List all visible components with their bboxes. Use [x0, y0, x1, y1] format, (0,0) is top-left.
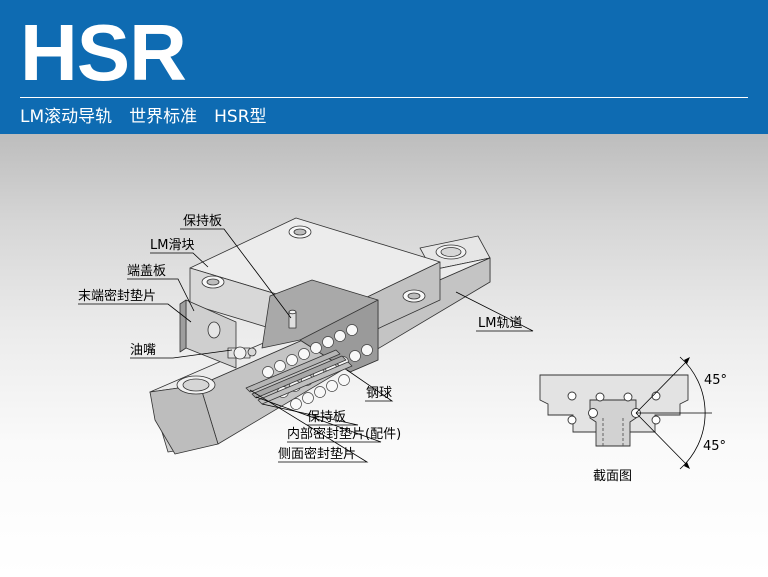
page-title: HSR [20, 8, 187, 97]
label-end-plate: 端盖板 [127, 264, 166, 279]
label-inner-seal: 内部密封垫片(配件) [287, 426, 401, 442]
label-balls: 钢球 [366, 386, 392, 401]
lm-guide-assembly [149, 217, 491, 455]
label-side-seal: 侧面密封垫片 [278, 446, 356, 462]
cross-section-caption: 截面图 [593, 469, 632, 484]
grease-nipple [227, 346, 257, 360]
page-subtitle: LM滚动导轨 世界标准 HSR型 [20, 107, 267, 127]
angle-upper-label: 45° [704, 373, 727, 388]
label-grease-nipple: 油嘴 [130, 343, 156, 358]
cross-section-diagram [539, 356, 712, 470]
header-banner: HSR LM滚动导轨 世界标准 HSR型 [0, 0, 768, 134]
retainer-strips [245, 349, 353, 405]
content-background [0, 134, 768, 577]
angle-lower-label: 45° [703, 439, 726, 454]
label-lm-block: LM滑块 [150, 238, 194, 253]
label-end-seal: 末端密封垫片 [78, 288, 156, 304]
callout-labels: 保持板 LM滑块 端盖板 末端密封垫片 油嘴 LM轨道 钢球 保持板 内部密封垫… [78, 214, 522, 462]
retainer-pin [288, 309, 297, 329]
leader-lines [78, 228, 534, 463]
label-retainer-bottom: 保持板 [307, 410, 346, 425]
label-retainer-top: 保持板 [183, 214, 222, 229]
header-divider [20, 97, 748, 98]
label-lm-rail: LM轨道 [478, 316, 522, 331]
